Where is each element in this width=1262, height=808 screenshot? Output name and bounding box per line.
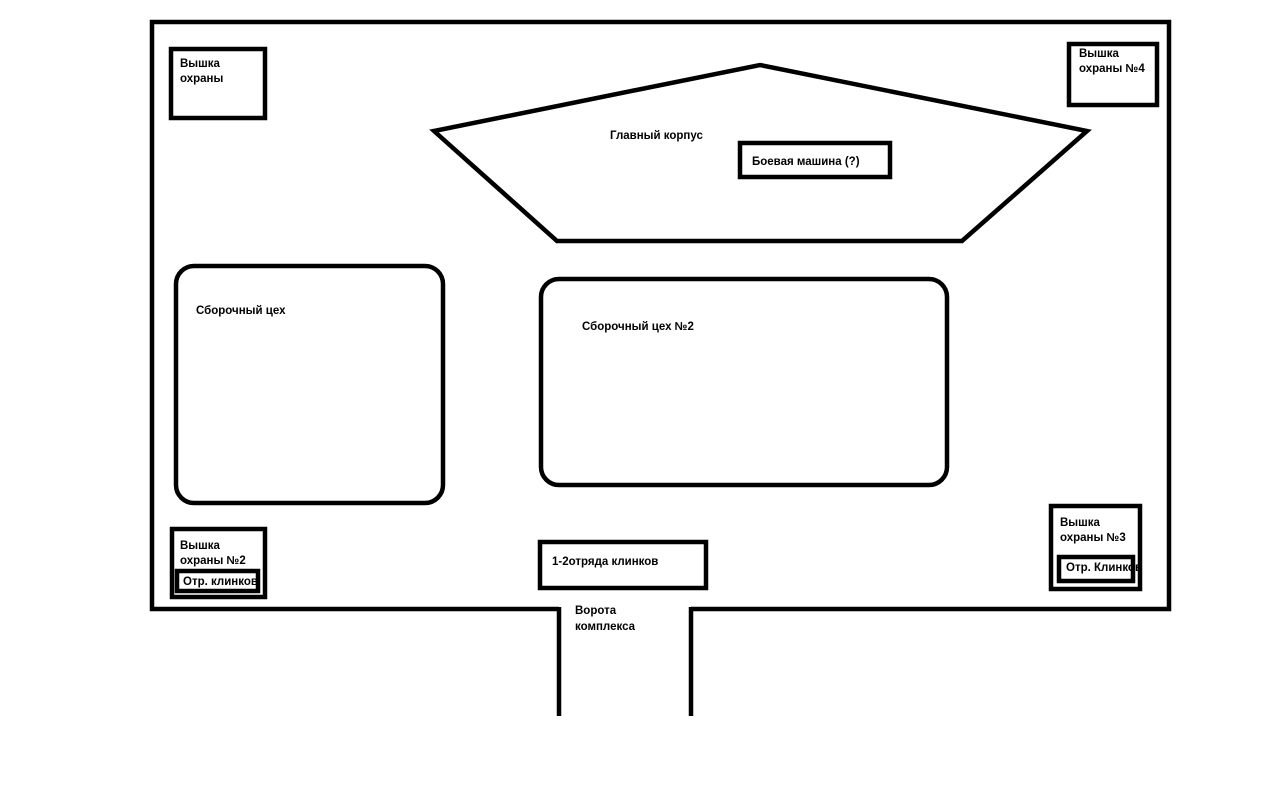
watchtower-4-label: охраны №4 xyxy=(1079,63,1145,75)
main-building: Главный корпус Боевая машина (?) xyxy=(429,62,1092,244)
watchtower-4: Вышка охраны №4 xyxy=(1066,41,1160,108)
blade-squad-box xyxy=(174,568,261,594)
combat-vehicle-box xyxy=(737,140,893,180)
watchtower-1: Вышка охраны xyxy=(168,46,268,121)
assembly-shop-2-label: Сборочный цех №2 xyxy=(582,321,694,333)
compound-wall xyxy=(149,19,1172,612)
gate-squads-label: 1-2отряда клинков xyxy=(552,556,658,568)
blade-squad-label: Отр. Клинков xyxy=(1066,562,1142,574)
watchtower-1-label: охраны xyxy=(180,73,224,85)
gate: Ворота комплекса xyxy=(575,605,636,633)
watchtower-3: Вышка охраны №3 Отр. Клинков xyxy=(1048,503,1143,592)
gate-label: Ворота xyxy=(575,605,617,617)
watchtower-4-label: Вышка xyxy=(1079,48,1119,60)
watchtower-1-label: Вышка xyxy=(180,58,220,70)
assembly-shop-1: Сборочный цех xyxy=(173,263,446,506)
assembly-shop-2: Сборочный цех №2 xyxy=(538,276,950,488)
main-building-label: Главный корпус xyxy=(610,130,703,142)
watchtower-3-label: Вышка xyxy=(1060,517,1100,529)
watchtower-2-label: Вышка xyxy=(180,540,220,552)
gate-label: комплекса xyxy=(575,621,636,633)
watchtower-2: Вышка охраны №2 Отр. клинков xyxy=(169,526,268,600)
combat-vehicle-label: Боевая машина (?) xyxy=(752,156,860,168)
blade-squad-label: Отр. клинков xyxy=(183,576,258,588)
gate-squads: 1-2отряда клинков xyxy=(537,539,709,591)
blade-squad-box xyxy=(1056,554,1136,584)
watchtower-3-label: охраны №3 xyxy=(1060,532,1126,544)
assembly-shop-1-label: Сборочный цех xyxy=(196,305,286,317)
watchtower-2-label: охраны №2 xyxy=(180,555,246,567)
